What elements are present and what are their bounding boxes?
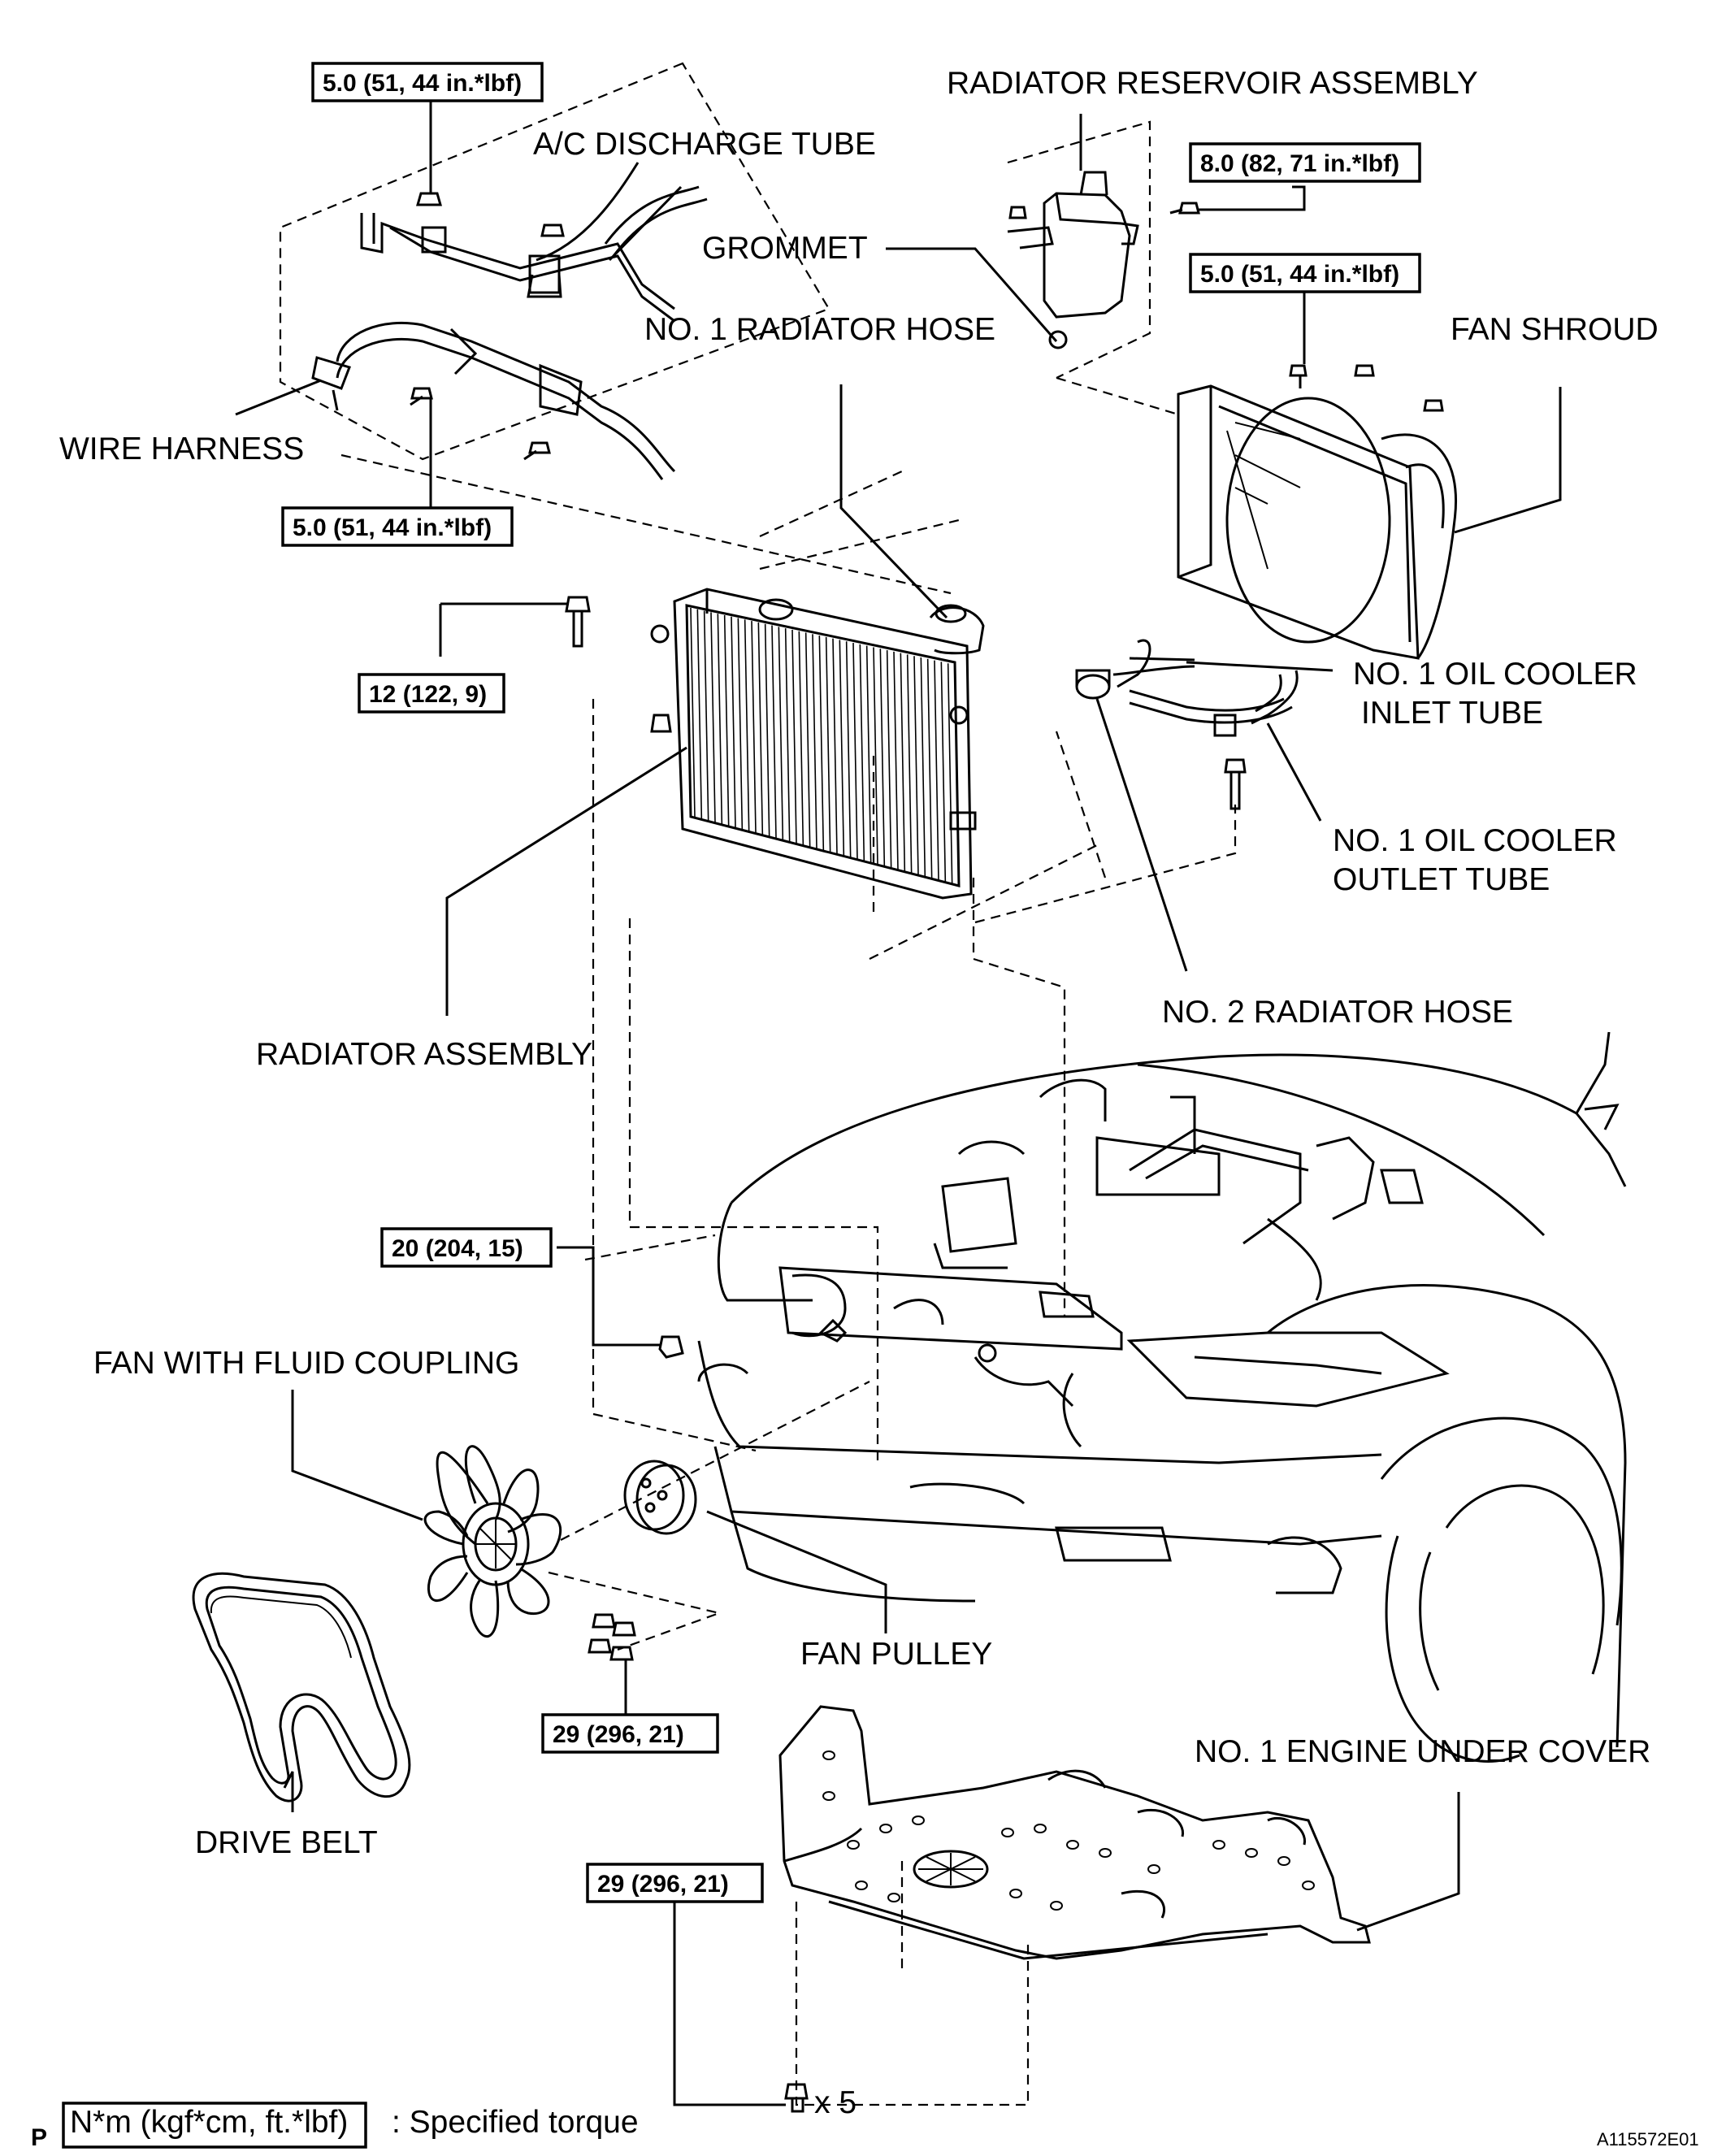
label-no1-radiator-hose: NO. 1 RADIATOR HOSE [644, 312, 995, 347]
label-no2-radiator-hose: NO. 2 RADIATOR HOSE [1162, 995, 1513, 1030]
torque-legend: N*m (kgf*cm, ft.*lbf) : Specified torque [62, 2102, 639, 2149]
torque-box-fan-nuts: 29 (296, 21) [541, 1713, 719, 1754]
figure-id: A115572E01 [1597, 2129, 1699, 2149]
torque-box-ac-tube-top: 5.0 (51, 44 in.*lbf) [311, 62, 544, 102]
radiator-reservoir [1007, 171, 1200, 349]
ac-tube-bolts [410, 192, 565, 461]
label-no1-oil-cooler-outlet-line1: NO. 1 OIL COOLER [1333, 823, 1617, 858]
footer: P A115572E01 [31, 2124, 1699, 2151]
label-wire-harness: WIRE HARNESS [59, 432, 304, 466]
label-no1-oil-cooler-inlet-line1: NO. 1 OIL COOLER [1353, 657, 1637, 692]
assembly-guide-lines [279, 62, 1237, 2106]
torque-box-under-cover: 29 (296, 21) [586, 1863, 764, 1903]
legend-unit: N*m (kgf*cm, ft.*lbf) [70, 2105, 348, 2140]
fan-shroud [1177, 364, 1457, 660]
torque-box-fan-shroud: 5.0 (51, 44 in.*lbf) [1189, 253, 1421, 293]
engine-under-cover [778, 1705, 1371, 1960]
torque-box-ac-tube-bottom: 5.0 (51, 44 in.*lbf) [281, 506, 514, 547]
label-fan-shroud: FAN SHROUD [1451, 312, 1659, 347]
label-radiator-assembly: RADIATOR ASSEMBLY [256, 1037, 592, 1072]
torque-box-body-nut: 20 (204, 15) [380, 1227, 553, 1268]
label-no1-engine-under-cover: NO. 1 ENGINE UNDER COVER [1195, 1734, 1650, 1769]
svg-text:20 (204, 15): 20 (204, 15) [392, 1235, 523, 1262]
label-fan-with-fluid-coupling: FAN WITH FLUID COUPLING [93, 1346, 519, 1381]
label-quantity: x 5 [814, 2085, 856, 2120]
label-fan-pulley: FAN PULLEY [800, 1637, 992, 1672]
label-grommet: GROMMET [702, 231, 868, 266]
svg-text:5.0 (51, 44 in.*lbf): 5.0 (51, 44 in.*lbf) [1200, 261, 1399, 288]
radiator-bolt [565, 596, 591, 648]
part-labels: RADIATOR RESERVOIR ASSEMBLY A/C DISCHARG… [59, 66, 1659, 2120]
torque-specs: 5.0 (51, 44 in.*lbf) 5.0 (51, 44 in.*lbf… [281, 62, 1421, 1903]
ac-discharge-tube [360, 185, 708, 323]
fan-with-fluid-coupling [423, 1445, 562, 1638]
svg-text:29 (296, 21): 29 (296, 21) [553, 1721, 684, 1748]
drive-belt [192, 1572, 411, 1802]
fan-nuts [588, 1613, 636, 1661]
fan-pulley [623, 1460, 697, 1535]
label-no1-oil-cooler-outlet-line2: OUTLET TUBE [1333, 862, 1550, 897]
svg-text:5.0 (51, 44 in.*lbf): 5.0 (51, 44 in.*lbf) [293, 514, 492, 541]
wire-harness [311, 321, 676, 480]
body-nut [658, 1335, 684, 1359]
label-radiator-reservoir-assembly: RADIATOR RESERVOIR ASSEMBLY [947, 66, 1478, 101]
section-letter: P [31, 2124, 47, 2151]
label-ac-discharge-tube: A/C DISCHARGE TUBE [533, 127, 876, 162]
torque-box-reservoir: 8.0 (82, 71 in.*lbf) [1189, 142, 1421, 183]
leader-lines [235, 93, 1562, 2106]
label-drive-belt: DRIVE BELT [195, 1825, 378, 1860]
svg-text:12 (122, 9): 12 (122, 9) [369, 681, 487, 708]
oil-cooler-tubes [1075, 639, 1299, 810]
vehicle-front-body [697, 1031, 1627, 1763]
label-no1-oil-cooler-inlet-line2: INLET TUBE [1361, 696, 1543, 731]
svg-text:5.0 (51, 44 in.*lbf): 5.0 (51, 44 in.*lbf) [323, 70, 522, 97]
under-cover-bolt [784, 2083, 809, 2113]
torque-box-radiator-bolt: 12 (122, 9) [358, 673, 505, 714]
legend-description: : Specified torque [392, 2105, 639, 2140]
radiator-assembly [650, 588, 985, 900]
svg-text:29 (296, 21): 29 (296, 21) [597, 1871, 729, 1898]
svg-text:8.0 (82, 71 in.*lbf): 8.0 (82, 71 in.*lbf) [1200, 150, 1399, 177]
